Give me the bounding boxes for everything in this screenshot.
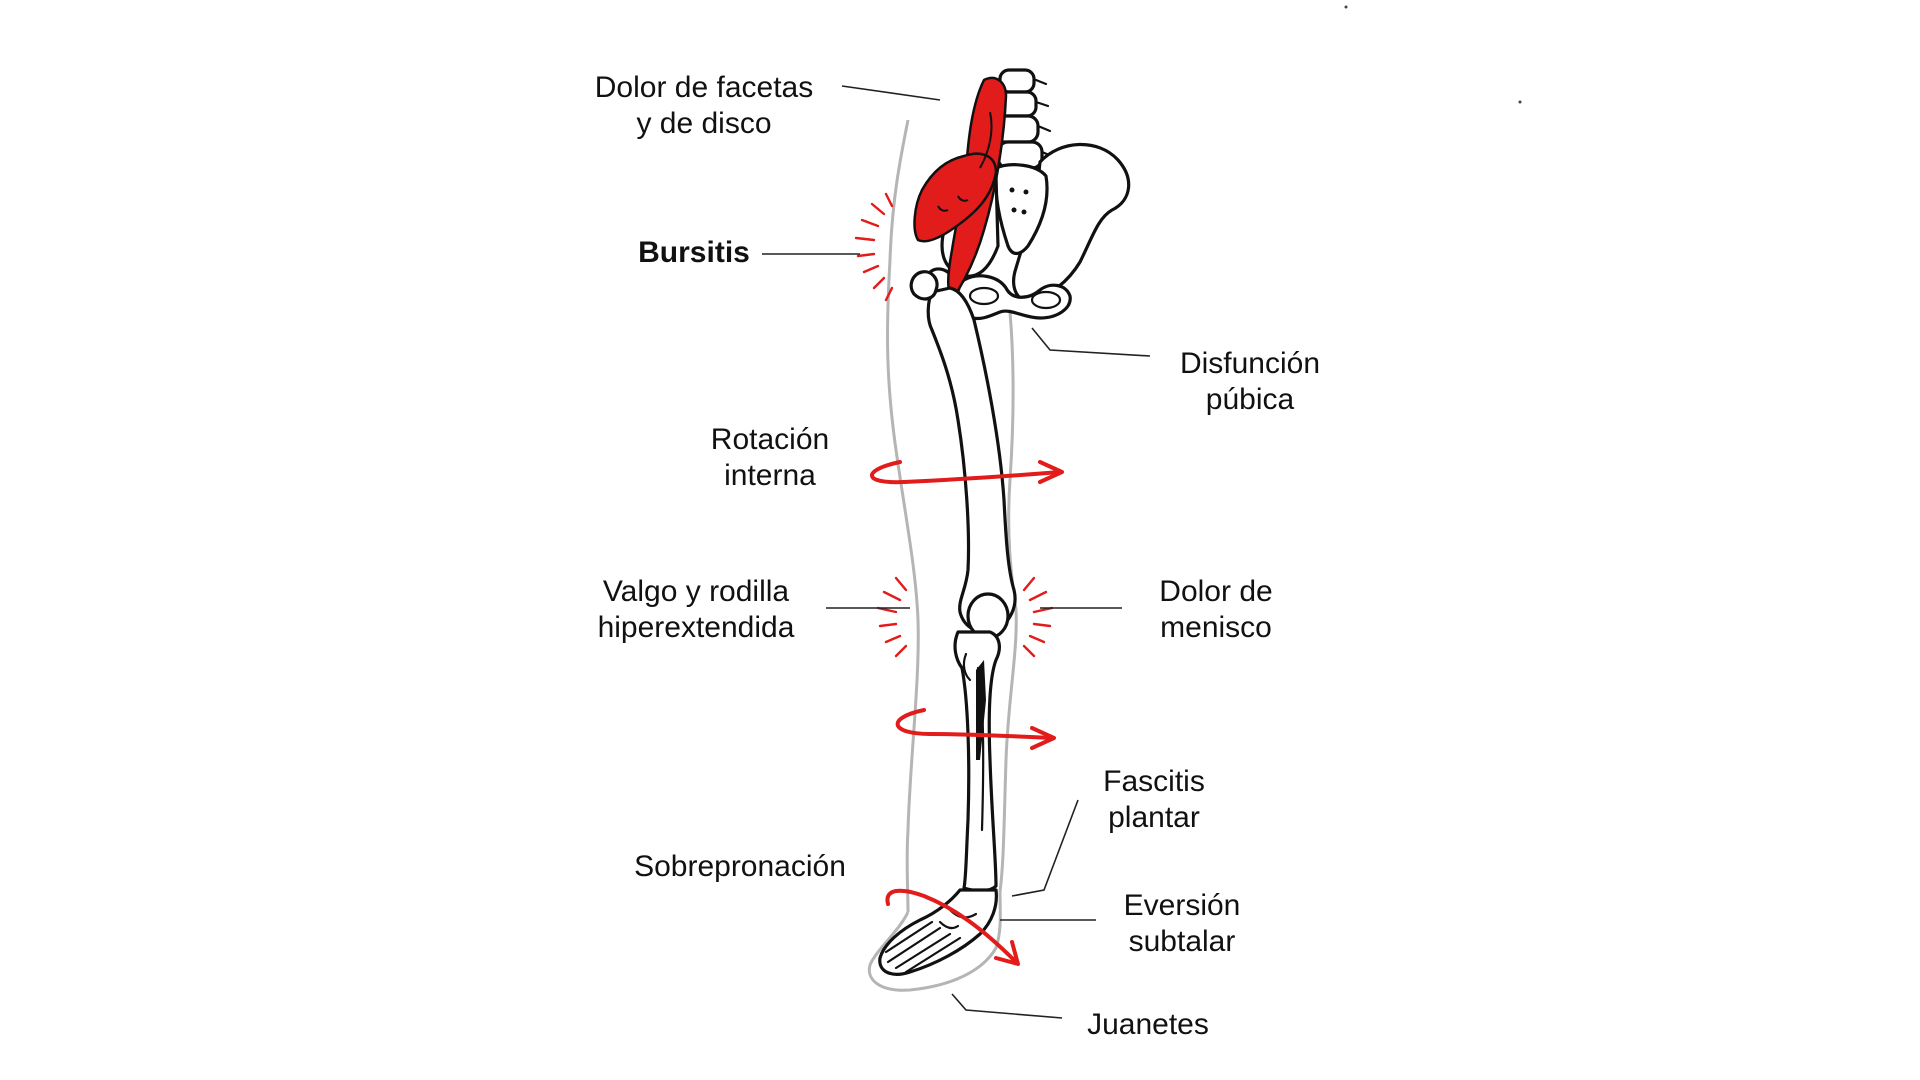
svg-text:Valgo y rodilla: Valgo y rodilla: [603, 575, 790, 608]
psoas-muscle: [913, 76, 1008, 302]
label-overpronation: Sobrepronación: [634, 850, 846, 883]
svg-text:subtalar: subtalar: [1129, 925, 1236, 958]
svg-text:púbica: púbica: [1206, 383, 1295, 416]
svg-text:Disfunción: Disfunción: [1180, 347, 1320, 380]
svg-text:Dolor de facetas: Dolor de facetas: [595, 71, 813, 104]
stray-dot: [1344, 5, 1348, 9]
pain-burst-icon-knee-right: [1022, 576, 1054, 658]
svg-text:Juanetes: Juanetes: [1087, 1008, 1209, 1041]
femur-bone: [909, 270, 1017, 640]
svg-text:interna: interna: [724, 459, 816, 492]
svg-text:Dolor de: Dolor de: [1159, 575, 1272, 608]
label-valgus-knee: Valgo y rodilla hiperextendida: [598, 575, 795, 644]
svg-text:Eversión: Eversión: [1124, 889, 1241, 922]
tibia-fibula-bones: [953, 630, 1001, 893]
label-pubic-dysfunction: Disfunción púbica: [1180, 347, 1320, 416]
label-internal-rotation: Rotación interna: [711, 423, 829, 492]
pain-burst-icon-knee-left: [876, 576, 908, 658]
svg-text:plantar: plantar: [1108, 801, 1200, 834]
svg-text:Bursitis: Bursitis: [638, 236, 750, 269]
svg-text:hiperextendida: hiperextendida: [598, 611, 795, 644]
pain-burst-icon-hip: [854, 192, 894, 302]
rotation-arrow-icon-thigh: [870, 460, 1064, 485]
rotation-arrow-icon-shin: [895, 708, 1056, 750]
label-facet-disc-pain: Dolor de facetas y de disco: [595, 71, 813, 140]
leg-skin-outline: [867, 119, 1018, 992]
svg-text:Fascitis: Fascitis: [1103, 765, 1205, 798]
label-subtalar-eversion: Eversión subtalar: [1124, 889, 1241, 958]
label-bunions: Juanetes: [1087, 1008, 1209, 1041]
svg-text:menisco: menisco: [1160, 611, 1272, 644]
svg-text:Rotación: Rotación: [711, 423, 829, 456]
svg-text:y de disco: y de disco: [636, 107, 771, 140]
label-meniscus-pain: Dolor de menisco: [1159, 575, 1272, 644]
stray-dot: [1518, 100, 1522, 104]
svg-text:Sobrepronación: Sobrepronación: [634, 850, 846, 883]
leader-lines: [762, 85, 1151, 1019]
rotation-arrow-icon-foot: [885, 888, 1020, 966]
label-plantar-fasciitis: Fascitis plantar: [1103, 765, 1205, 834]
label-bursitis: Bursitis: [638, 236, 750, 269]
